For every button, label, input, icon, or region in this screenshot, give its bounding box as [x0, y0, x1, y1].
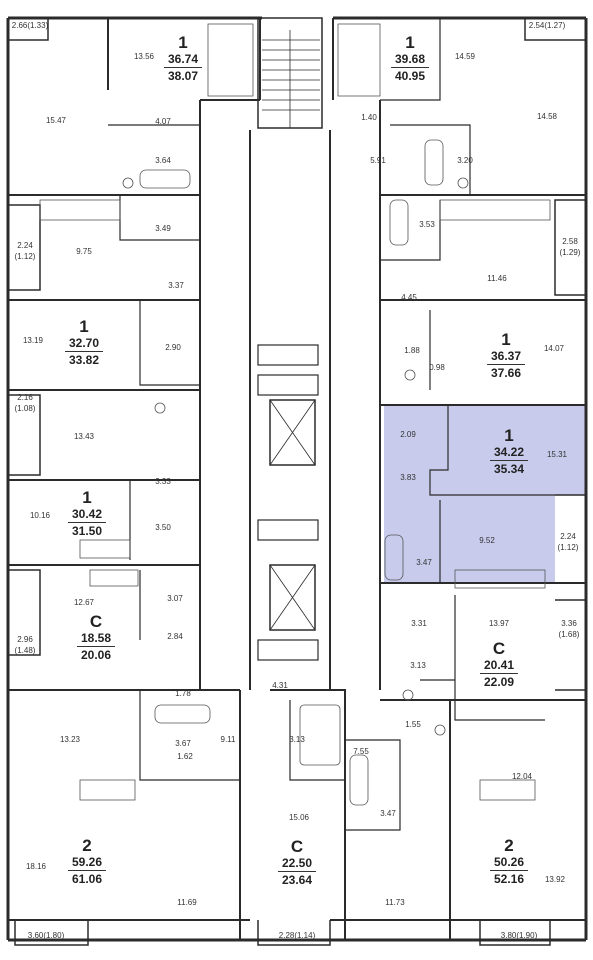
highlighted-apartment[interactable] — [384, 405, 585, 583]
fixtures — [39, 23, 551, 806]
walls — [6, 16, 588, 946]
